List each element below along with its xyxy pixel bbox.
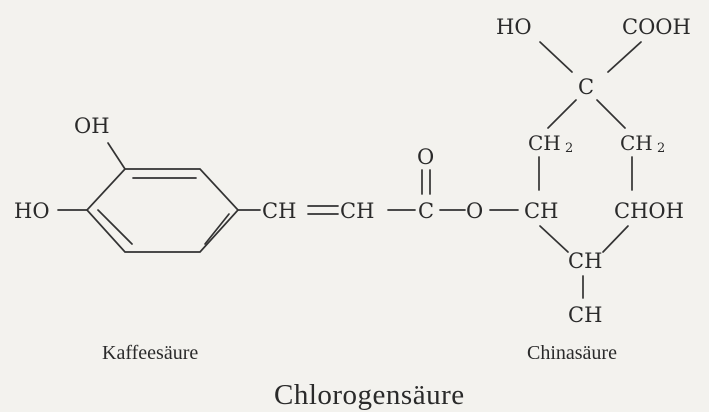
cooh-c-bond: [607, 41, 642, 73]
quinic-central-c: C: [578, 75, 594, 99]
chain-ch-1: CH: [262, 199, 296, 223]
caffeic-acid-label: Kaffeesäure: [102, 342, 198, 364]
ho-c-bond: [539, 41, 573, 73]
carbonyl-c: C: [418, 199, 434, 223]
ch-left-ch-bottom-bond: [539, 225, 569, 253]
svg-text:CH: CH: [620, 131, 653, 155]
svg-text:CH: CH: [528, 131, 561, 155]
quinic-ch-left: CH: [524, 199, 558, 223]
quinic-ch-lowest: CH: [568, 303, 602, 327]
ring-ho-left: HO: [14, 199, 50, 223]
benzene-ring: [85, 168, 240, 253]
quinic-ch2-right: CH 2: [620, 131, 665, 156]
c-ch2-right-bond: [596, 99, 626, 129]
ring-oh-top: OH: [74, 114, 110, 138]
quinic-acid-label: Chinasäure: [527, 342, 617, 364]
ring-oh-bond: [107, 142, 126, 170]
svg-text:2: 2: [657, 141, 665, 156]
chohl-ch-bottom-bond: [602, 225, 629, 253]
carbonyl-o: O: [417, 145, 434, 169]
chain-ch-2: CH: [340, 199, 374, 223]
diagram-title: Chlorogensäure: [274, 379, 465, 411]
quinic-top-cooh: COOH: [622, 15, 691, 39]
quinic-chohl: CHOH: [614, 199, 684, 223]
quinic-ch2-left: CH 2: [528, 131, 573, 156]
quinic-ch-bottom: CH: [568, 249, 602, 273]
c-ch2-left-bond: [547, 99, 577, 129]
svg-text:2: 2: [565, 141, 573, 156]
quinic-top-ho: HO: [496, 15, 532, 39]
ester-o: O: [466, 199, 483, 223]
